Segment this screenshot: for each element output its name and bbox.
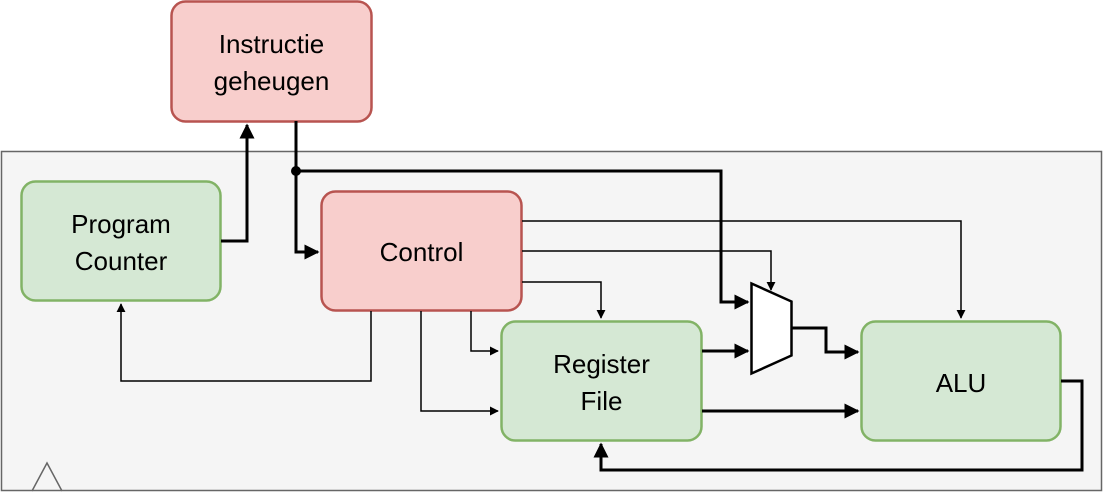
wire-control-to-pc [116,303,372,382]
wire-instruction-to-control [294,121,320,260]
wire-instruction-to-mux [296,169,750,310]
wire-alu-writeback [593,379,1084,472]
program-counter-label-line-2: Counter [75,246,168,276]
program-counter-label-line-1: Program [71,209,171,239]
wire-control-to-mux [522,250,776,291]
instruction-memory-block[interactable] [170,0,373,123]
wire-mux-to-alu [792,326,860,360]
wire-control-to-register-file-top [522,281,606,319]
alu-block[interactable] [860,320,1062,442]
wire-control-to-register-file-lower [420,311,499,416]
wire-junction-dot [291,166,301,176]
wire-control-to-alu [522,220,966,319]
register-file-label-line-2: File [581,386,623,416]
instruction-memory-label-line-2: geheugen [214,66,330,96]
alu-label: ALU [936,368,987,398]
clock-triangle-icon [31,461,63,492]
wire-pc-to-instruction-memory [221,123,255,243]
control-label: Control [380,237,464,267]
instruction-memory-label-line-1: Instructie [219,29,325,59]
register-file-label-line-1: Register [553,349,650,379]
control-block[interactable] [320,190,523,312]
wire-control-to-register-file-upper [470,311,499,356]
multiplexer-shape [750,281,793,376]
program-counter-block[interactable] [20,180,222,302]
register-file-block[interactable] [500,320,703,442]
